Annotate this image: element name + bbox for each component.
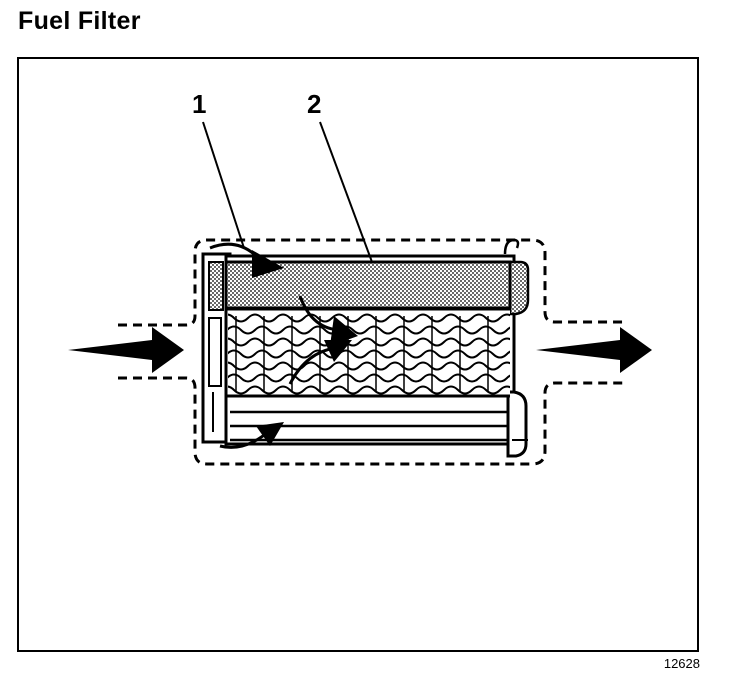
page-title: Fuel Filter (18, 7, 141, 35)
inlet-arrow (68, 327, 184, 373)
internal-flow-arrowheads (252, 250, 358, 446)
callout-label-2: 2 (307, 89, 321, 119)
outlet-arrow (536, 327, 652, 373)
figure-number: 12628 (663, 656, 700, 671)
leader-2 (319, 121, 373, 263)
leader-1 (202, 121, 245, 249)
outlet-end-cap (503, 238, 530, 458)
callout-label-1: 1 (192, 89, 206, 119)
fuel-flow-envelope (118, 238, 626, 466)
pleated-filter-element (228, 309, 510, 395)
figure-frame (17, 57, 699, 652)
callout-leaders (202, 121, 373, 263)
